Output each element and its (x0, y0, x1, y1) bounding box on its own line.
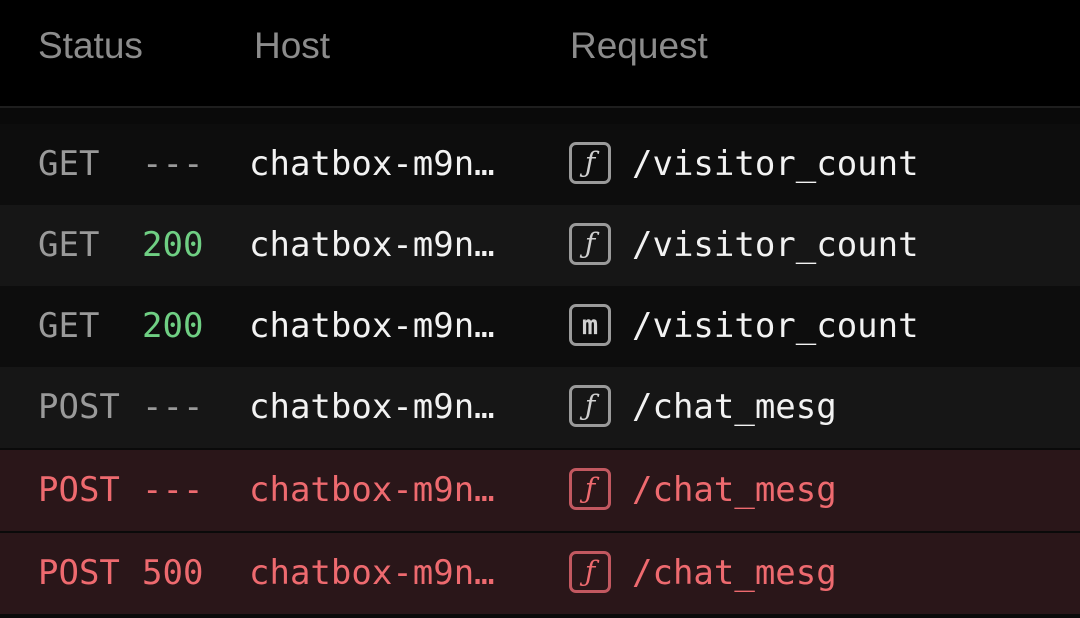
function-icon: ƒ (569, 142, 611, 184)
table-body: GET --- chatbox-m9n… ƒ /visitor_count GE… (0, 124, 1080, 614)
request-host: chatbox-m9n… (249, 225, 495, 265)
status-code: 500 (142, 553, 204, 593)
table-header: Status Host Request (0, 0, 1080, 108)
request-method: GET (38, 144, 100, 184)
request-path: /chat_mesg (632, 470, 837, 510)
request-path: /chat_mesg (632, 553, 837, 593)
column-header-host[interactable]: Host (254, 25, 331, 66)
function-icon: ƒ (569, 468, 611, 510)
request-path: /chat_mesg (632, 387, 837, 427)
status-code: --- (142, 144, 204, 184)
request-host: chatbox-m9n… (249, 470, 495, 510)
column-header-status[interactable]: Status (38, 25, 143, 66)
request-method: POST (38, 387, 120, 427)
status-code: --- (142, 387, 204, 427)
table-row-error[interactable]: POST --- chatbox-m9n… ƒ /chat_mesg (0, 448, 1080, 531)
request-path: /visitor_count (632, 306, 919, 346)
request-host: chatbox-m9n… (249, 306, 495, 346)
middleware-icon: m (569, 304, 611, 346)
status-code: 200 (142, 225, 204, 265)
status-code: 200 (142, 306, 204, 346)
function-icon: ƒ (569, 223, 611, 265)
table-row[interactable]: GET 200 chatbox-m9n… m /visitor_count (0, 286, 1080, 367)
table-row[interactable]: GET --- chatbox-m9n… ƒ /visitor_count (0, 124, 1080, 205)
request-host: chatbox-m9n… (249, 387, 495, 427)
table-row[interactable]: GET 200 chatbox-m9n… ƒ /visitor_count (0, 205, 1080, 286)
request-method: GET (38, 225, 100, 265)
status-code: --- (142, 470, 204, 510)
request-host: chatbox-m9n… (249, 144, 495, 184)
table-row-error[interactable]: POST 500 chatbox-m9n… ƒ /chat_mesg (0, 531, 1080, 614)
request-path: /visitor_count (632, 225, 919, 265)
request-path: /visitor_count (632, 144, 919, 184)
column-header-request[interactable]: Request (570, 25, 708, 66)
table-row[interactable]: POST --- chatbox-m9n… ƒ /chat_mesg (0, 367, 1080, 448)
request-method: POST (38, 470, 120, 510)
function-icon: ƒ (569, 385, 611, 427)
function-icon: ƒ (569, 551, 611, 593)
request-host: chatbox-m9n… (249, 553, 495, 593)
request-method: GET (38, 306, 100, 346)
request-method: POST (38, 553, 120, 593)
